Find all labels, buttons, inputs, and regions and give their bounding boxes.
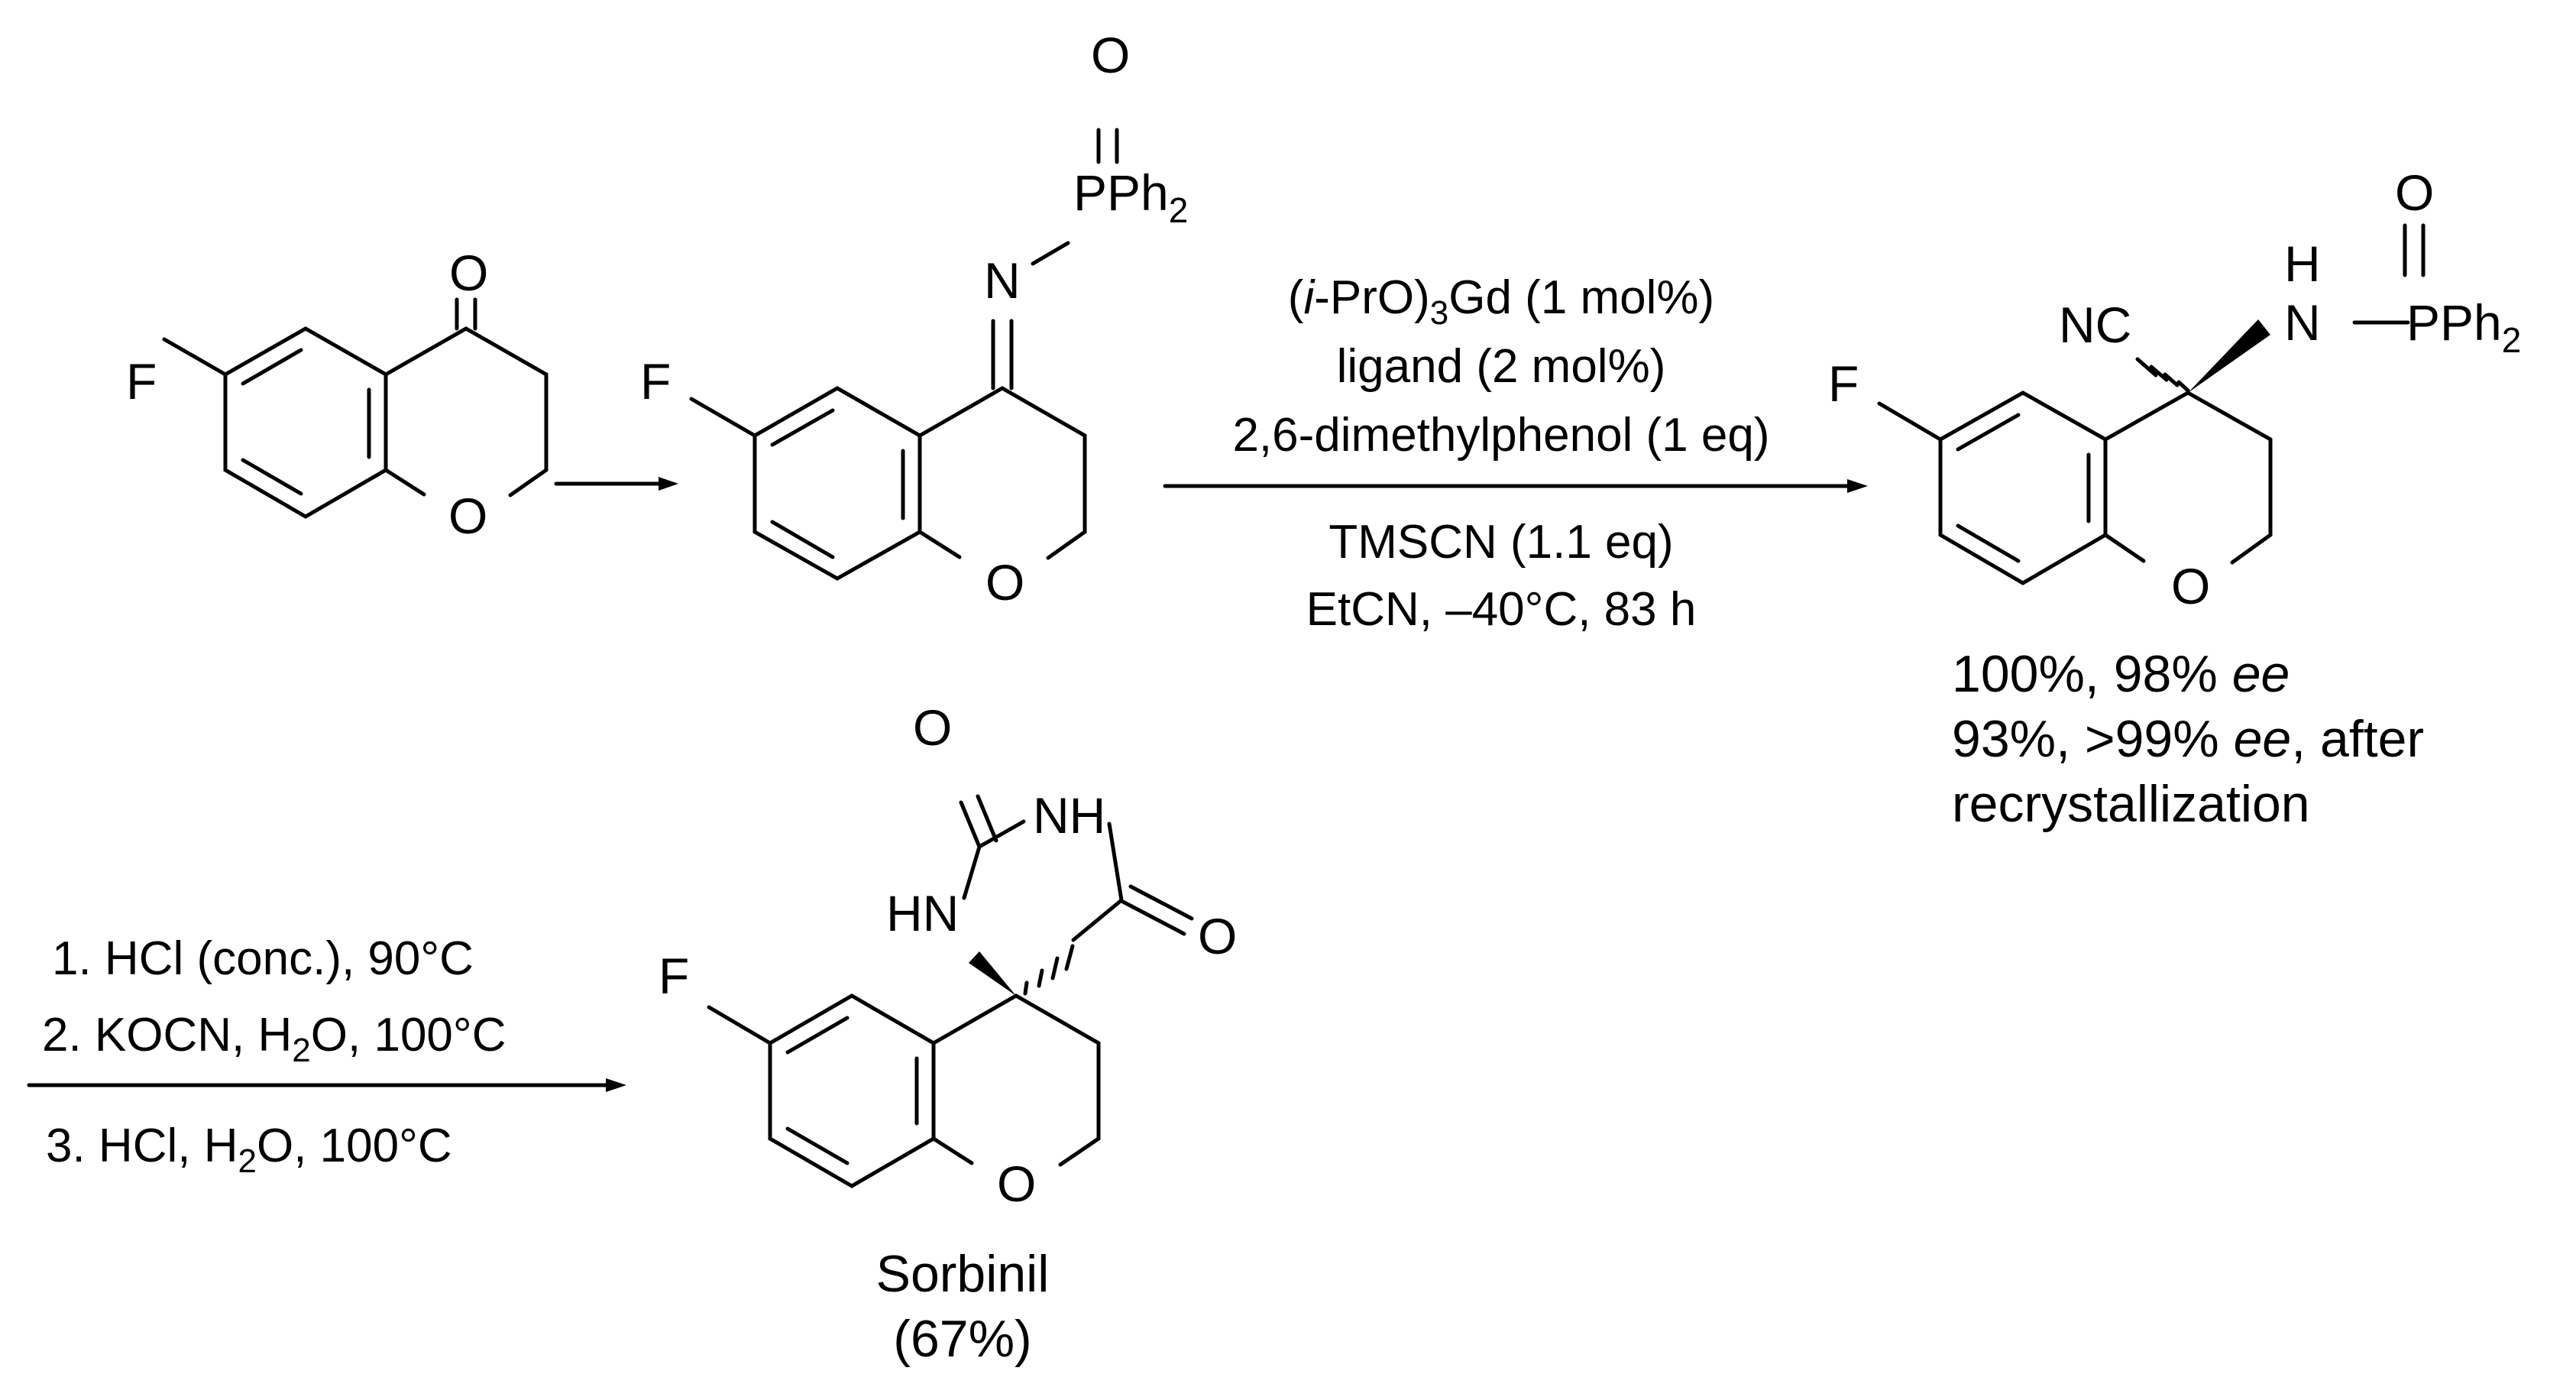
fluorine-label: F [126, 353, 157, 410]
imine-nitrogen-label: N [984, 252, 1021, 309]
step2-conditions: (i-PrO)3Gd (1 mol%) ligand (2 mol%) 2,6-… [1163, 271, 1868, 636]
result-recrystallized: 93%, >99% ee, after [1952, 710, 2424, 768]
ring-oxygen-label: O [985, 554, 1024, 611]
product-yield: (67%) [893, 1310, 1031, 1368]
step1-arrow [554, 477, 678, 491]
product-name: Sorbinil [876, 1245, 1050, 1303]
hydrolysis-text: 1. HCl (conc.), 90°C [52, 932, 474, 985]
fluorine-label: F [640, 353, 671, 410]
compound-aminonitrile: NC H N O PPh2 O F [1828, 164, 2521, 614]
ring-oxygen-label: O [997, 1155, 1036, 1212]
hashed-wedge-bond [1023, 944, 1075, 996]
ring-oxygen-label: O [2171, 558, 2210, 614]
fluorine-label: F [659, 948, 689, 1004]
result-recrystallization: recrystallization [1952, 775, 2310, 833]
ligand-text: ligand (2 mol%) [1337, 340, 1666, 393]
aminonitrile-result: 100%, 98% ee 93%, >99% ee, after recryst… [1952, 645, 2424, 833]
acid-cyclization-text: 3. HCl, H2O, 100°C [46, 1120, 452, 1180]
phosphorus-ph2-label: PPh2 [2406, 294, 2521, 360]
compound-phosphinoyl-imine: O PPh2 N O F [640, 27, 1188, 611]
amide-hn-label: HN [886, 885, 959, 941]
amine-hydrogen-label: H [2284, 235, 2321, 292]
step3-conditions: 1. HCl (conc.), 90°C 2. KOCN, H2O, 100°C… [27, 932, 626, 1180]
hydantoin-oxygen-top-label: O [913, 699, 952, 756]
amine-nitrogen-label: N [2284, 294, 2321, 351]
ring-oxygen-label: O [448, 488, 487, 544]
kocn-text: 2. KOCN, H2O, 100°C [42, 1009, 506, 1069]
solvent-temp-time-text: EtCN, –40°C, 83 h [1306, 583, 1697, 636]
additive-text: 2,6-dimethylphenol (1 eq) [1232, 409, 1769, 462]
hydantoin-oxygen-right-label: O [1198, 908, 1237, 964]
phosphoryl-oxygen-label: O [1091, 27, 1130, 83]
bold-wedge-bond [2188, 319, 2270, 393]
catalyst-text: (i-PrO)3Gd (1 mol%) [1288, 271, 1714, 332]
compound-sorbinil: O NH HN O O F Sorbinil (67%) [659, 699, 1237, 1368]
carbonyl-oxygen-label: O [449, 245, 488, 301]
reagent-text: TMSCN (1.1 eq) [1328, 516, 1673, 569]
imide-nh-label: NH [1033, 787, 1105, 844]
bold-wedge-bond [969, 951, 1016, 996]
phosphorus-ph2-label: PPh2 [1073, 164, 1188, 230]
compound-fluorochromanone: O O F [126, 245, 549, 544]
fluorine-label: F [1828, 355, 1859, 412]
result-yield-ee: 100%, 98% ee [1952, 645, 2290, 703]
phosphoryl-oxygen-label: O [2395, 164, 2434, 221]
nitrile-label: NC [2059, 297, 2131, 353]
hashed-wedge-bond [2135, 357, 2190, 393]
